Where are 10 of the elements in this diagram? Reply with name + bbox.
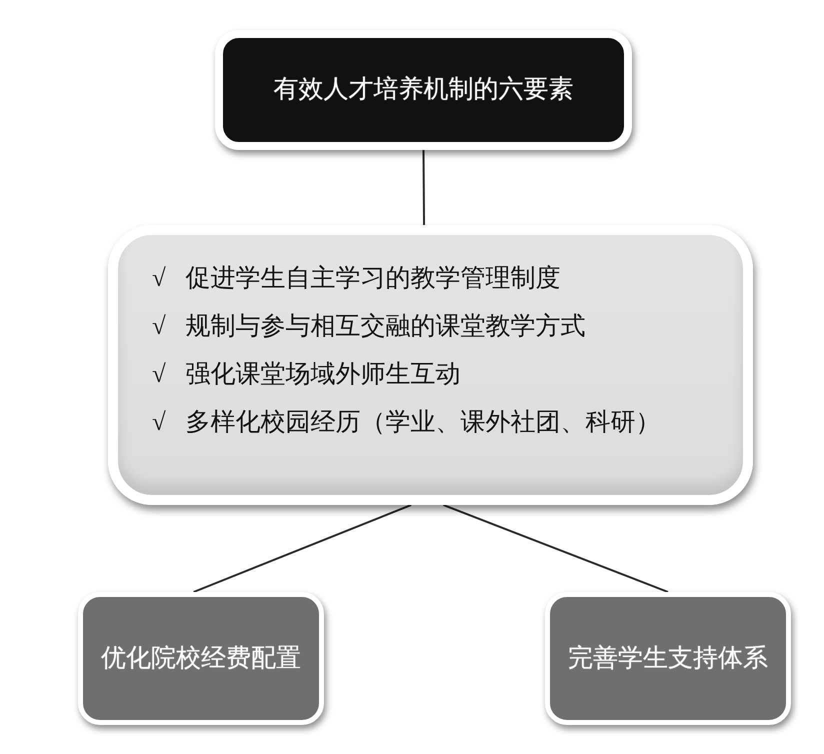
list-item: √ 规制与参与相互交融的课堂教学方式 — [152, 312, 586, 342]
list-item: √ 多样化校园经历（学业、课外社团、科研） — [152, 408, 661, 438]
heading-text: 有效人才培养机制的六要素 — [274, 74, 574, 105]
connector-line — [193, 504, 412, 593]
connector-line — [443, 504, 668, 593]
list-item: √ 强化课堂场域外师生互动 — [152, 360, 461, 390]
connector-line — [422, 150, 426, 225]
box-label: 优化院校经费配置 — [101, 644, 301, 674]
list-item: √ 促进学生自主学习的教学管理制度 — [152, 264, 561, 294]
box-label: 完善学生支持体系 — [568, 644, 768, 674]
